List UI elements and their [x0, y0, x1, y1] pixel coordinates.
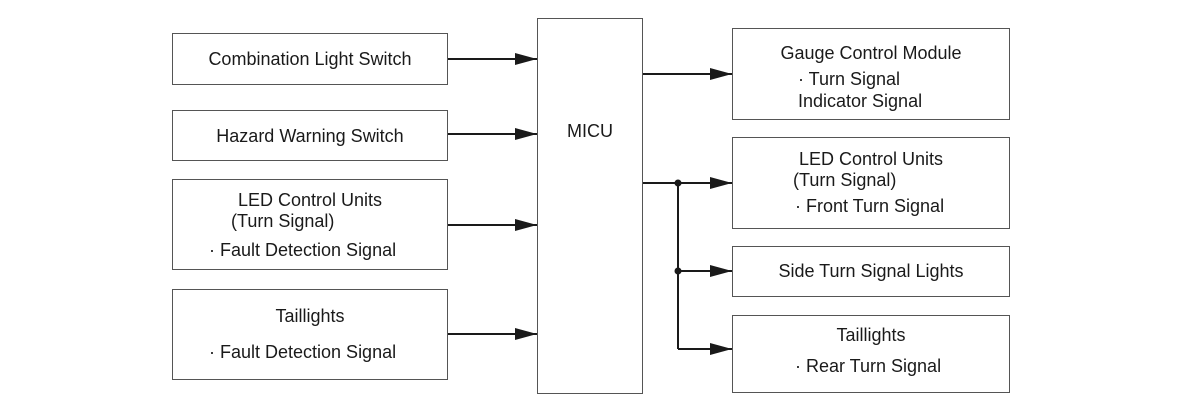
- block-subtitle: (Turn Signal): [231, 211, 335, 231]
- block-title: Taillights: [836, 325, 906, 345]
- block-title: Hazard Warning Switch: [216, 126, 404, 146]
- micu-block: MICU: [537, 18, 643, 394]
- block-title: Side Turn Signal Lights: [778, 261, 964, 281]
- fault-detection-signal-label: · Fault Detection Signal: [209, 342, 397, 362]
- block-title: Taillights: [275, 306, 345, 326]
- taillights-output-block: Taillights · Rear Turn Signal: [732, 315, 1010, 393]
- block-subtitle: (Turn Signal): [793, 170, 897, 190]
- block-title: Combination Light Switch: [208, 49, 412, 69]
- block-title: Gauge Control Module: [780, 43, 962, 63]
- block-title: LED Control Units: [237, 190, 383, 210]
- front-turn-signal-label: · Front Turn Signal: [795, 196, 945, 216]
- side-turn-signal-lights-block: Side Turn Signal Lights: [732, 246, 1010, 297]
- rear-turn-signal-label: · Rear Turn Signal: [795, 356, 942, 376]
- gauge-control-module-block: Gauge Control Module · Turn Signal Indic…: [732, 28, 1010, 120]
- taillights-input-block: Taillights · Fault Detection Signal: [172, 289, 448, 380]
- turn-signal-label: · Turn Signal: [798, 69, 901, 89]
- combination-light-switch-block: Combination Light Switch: [172, 33, 448, 85]
- block-title: LED Control Units: [798, 149, 944, 169]
- led-control-units-input-block: LED Control Units (Turn Signal) · Fault …: [172, 179, 448, 270]
- block-title: MICU: [567, 121, 613, 141]
- indicator-signal-label: Indicator Signal: [798, 91, 923, 111]
- fault-detection-signal-label: · Fault Detection Signal: [209, 240, 397, 260]
- led-control-units-output-block: LED Control Units (Turn Signal) · Front …: [732, 137, 1010, 229]
- hazard-warning-switch-block: Hazard Warning Switch: [172, 110, 448, 161]
- junction-dot-top: [674, 179, 682, 187]
- junction-dot-middle: [674, 267, 682, 275]
